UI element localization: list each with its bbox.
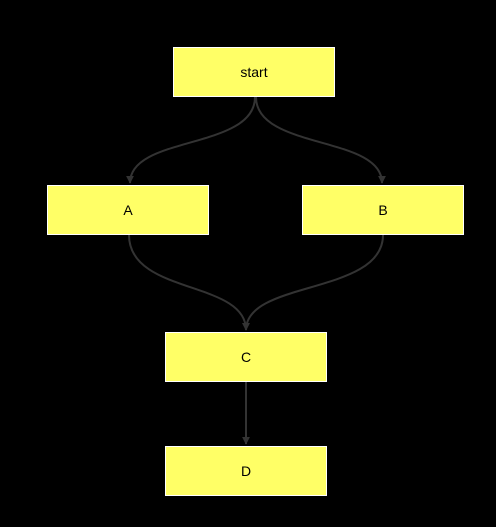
- node-b-label: B: [378, 202, 388, 218]
- node-d-label: D: [240, 463, 252, 479]
- node-b[interactable]: B: [302, 185, 464, 235]
- edge-a-to-c: [128, 234, 250, 331]
- node-d[interactable]: D: [165, 446, 327, 496]
- node-a[interactable]: A: [47, 185, 209, 235]
- edge-start-to-b: [255, 96, 386, 184]
- node-c[interactable]: C: [165, 332, 327, 382]
- node-start-label: start: [240, 64, 268, 80]
- edge-b-to-c: [242, 234, 384, 331]
- node-a-label: A: [123, 202, 133, 218]
- node-start[interactable]: start: [173, 47, 335, 97]
- node-c-label: C: [240, 349, 252, 365]
- edge-start-to-a: [126, 96, 256, 184]
